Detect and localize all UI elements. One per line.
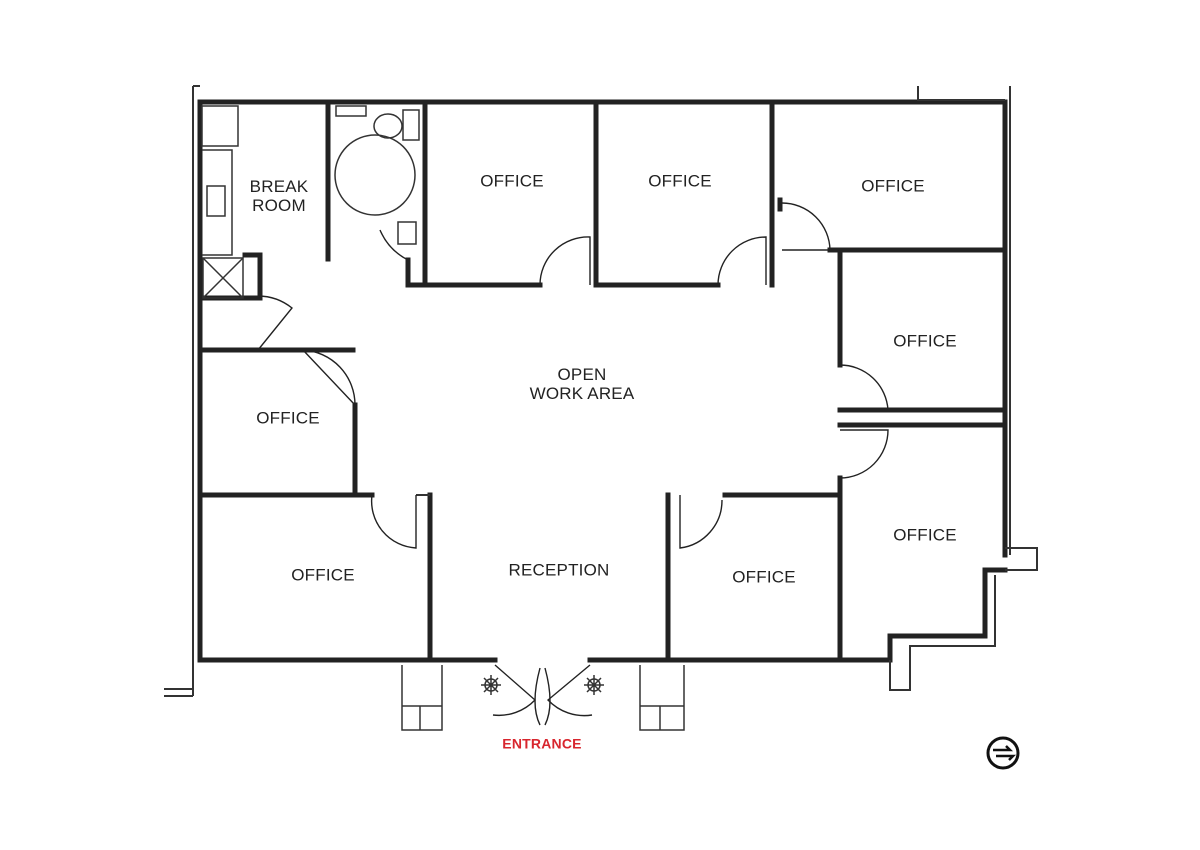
doors — [257, 202, 889, 726]
room-label-office-bottom-left: OFFICE — [291, 565, 355, 585]
room-label-office-left-mid: OFFICE — [256, 408, 320, 428]
room-label-office-right-mid: OFFICE — [893, 331, 957, 351]
entrance-label: ENTRANCE — [502, 735, 582, 752]
north-arrow-icon — [986, 736, 1020, 770]
interior-walls — [197, 103, 1008, 663]
fixtures — [201, 105, 685, 731]
outer-walls — [164, 85, 1038, 697]
room-label-office-top-right: OFFICE — [861, 176, 925, 196]
room-label-office-top-1: OFFICE — [480, 171, 544, 191]
room-label-reception: RECEPTION — [508, 560, 610, 580]
room-label-open-work-area: OPEN WORK AREA — [529, 365, 635, 403]
room-label-office-top-2: OFFICE — [648, 171, 712, 191]
room-label-office-right-bottom: OFFICE — [893, 525, 957, 545]
room-label-office-bottom-mid: OFFICE — [732, 567, 796, 587]
room-label-break-room: BREAK ROOM — [249, 177, 309, 215]
